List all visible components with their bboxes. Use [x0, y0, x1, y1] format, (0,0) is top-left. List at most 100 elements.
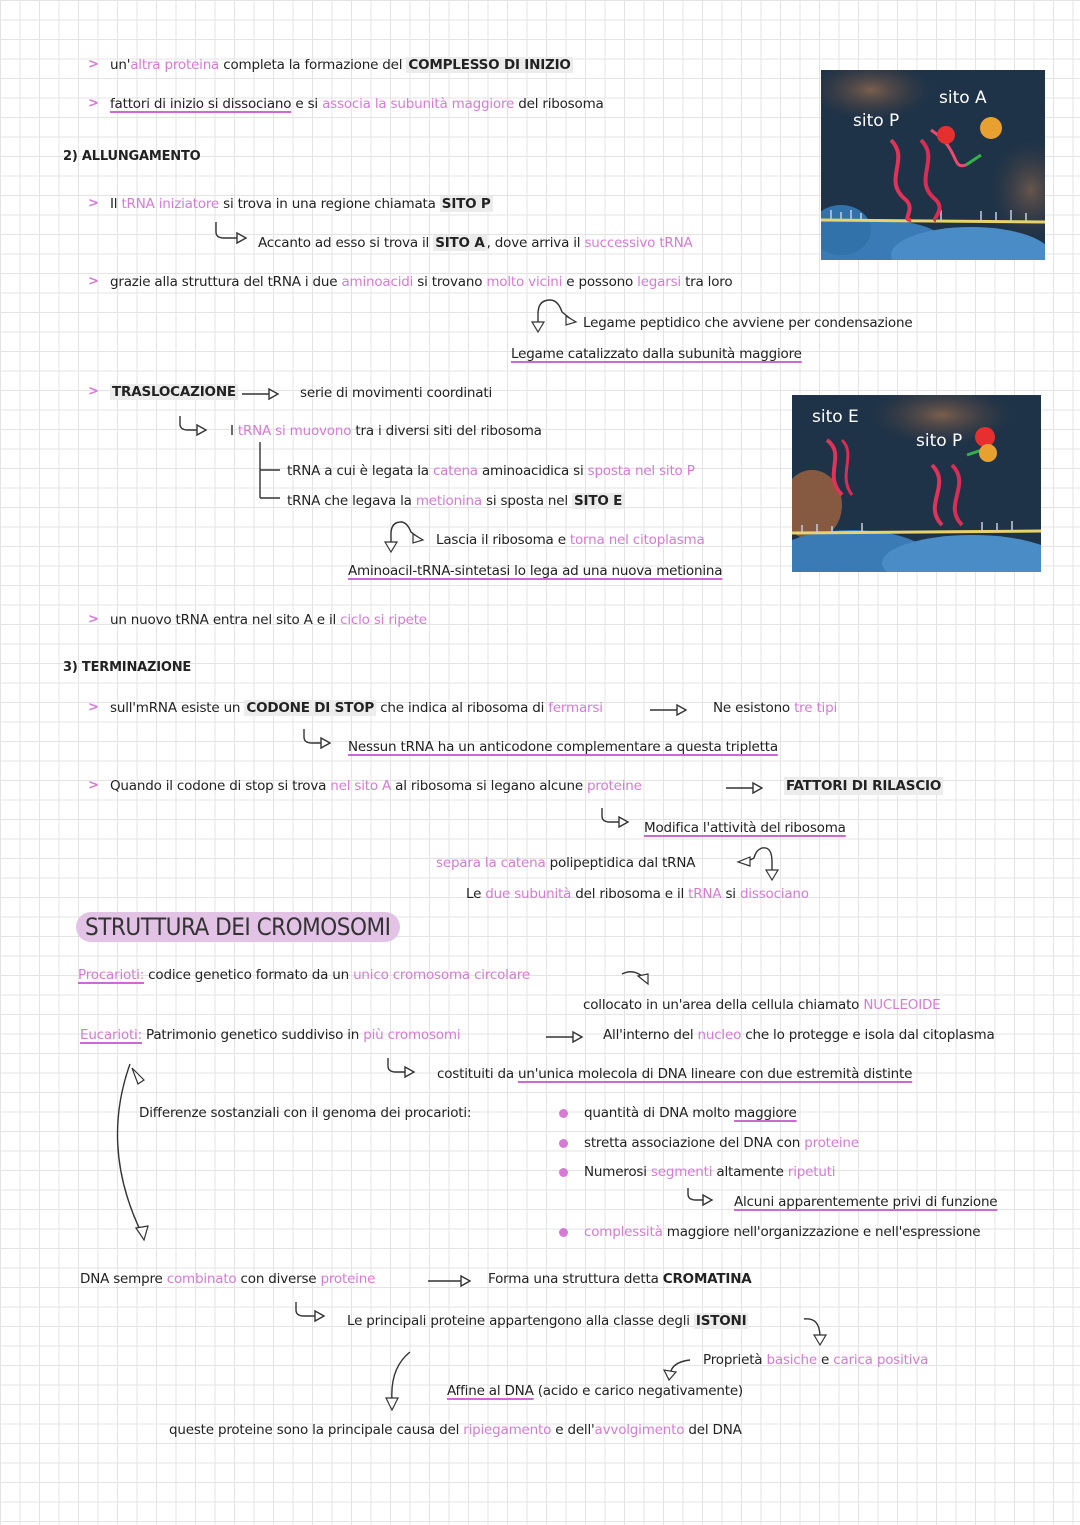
text-line: Proprietà basiche e carica positiva	[703, 1351, 928, 1369]
text: aminoacidica si	[477, 463, 588, 479]
arrow-icon	[601, 808, 630, 829]
text-line: queste proteine sono la principale causa…	[169, 1421, 742, 1439]
text-underlined: un'unica molecola di DNA lineare con due…	[518, 1066, 913, 1082]
text-accent: nel sito A	[330, 778, 392, 794]
text: (acido e carico negativamente)	[533, 1383, 744, 1399]
text: tRNA che legava la	[287, 493, 416, 509]
text-accent: proteine	[320, 1271, 376, 1287]
text-line: sull'mRNA esiste un CODONE DI STOP che i…	[110, 699, 603, 717]
text-line: Le principali proteine appartengono alla…	[347, 1312, 749, 1330]
text-line: tRNA a cui è legata la catena aminoacidi…	[287, 462, 695, 480]
text-accent: successivo tRNA	[584, 235, 693, 251]
section-heading: 3) TERMINAZIONE	[63, 660, 192, 675]
text-line: stretta associazione del DNA con protein…	[584, 1134, 859, 1152]
text-line-underlined: Aminoacil-tRNA-sintetasi lo lega ad una …	[348, 563, 723, 579]
bullet-marker: >	[88, 384, 99, 399]
text: costituiti da	[437, 1066, 519, 1082]
text: tra i diversi siti del ribosoma	[351, 423, 542, 439]
text: del DNA	[684, 1422, 742, 1438]
text-line: Affine al DNA (acido e carico negativame…	[447, 1382, 743, 1400]
bullet-marker: >	[88, 778, 99, 793]
text-bold: CODONE DI STOP	[244, 700, 377, 716]
text-accent: dissociano	[739, 886, 809, 902]
text: Forma una struttura detta	[488, 1271, 663, 1287]
text: Accanto ad esso si trova il	[258, 235, 434, 251]
split-arrow-icon	[530, 299, 578, 334]
text: sull'mRNA esiste un	[110, 700, 245, 716]
arrow-icon	[242, 387, 280, 401]
text-accent: nucleo	[697, 1027, 742, 1043]
text-line: Differenze sostanziali con il genoma dei…	[139, 1105, 472, 1121]
text-line: Ne esistono tre tipi	[713, 699, 837, 717]
text-accent: più cromosomi	[363, 1027, 461, 1043]
text-line: Eucarioti: Patrimonio genetico suddiviso…	[80, 1026, 461, 1044]
text-accent: basiche	[766, 1352, 817, 1368]
text: All'interno del	[603, 1027, 698, 1043]
text-bold: FATTORI DI RILASCIO	[784, 777, 944, 795]
section-heading: 2) ALLUNGAMENTO	[63, 149, 201, 164]
bullet-dot	[559, 1139, 568, 1148]
text: Patrimonio genetico suddiviso in	[141, 1027, 364, 1043]
text-line: complessità maggiore nell'organizzazione…	[584, 1223, 981, 1241]
bullet-dot	[559, 1228, 568, 1237]
text: del ribosoma e il	[571, 886, 689, 902]
text-accent: combinato	[166, 1271, 237, 1287]
text-line: Procarioti: codice genetico formato da u…	[78, 966, 530, 984]
text-accent: tRNA si muovono	[237, 423, 352, 439]
ribosome-illustration	[821, 70, 1045, 260]
text: tra loro	[680, 274, 733, 290]
text-accent: complessità	[584, 1224, 663, 1240]
bullet-marker: >	[88, 57, 99, 72]
text-bold: SITO A	[433, 235, 487, 251]
text: che indica al ribosoma di	[376, 700, 549, 716]
text: e possono	[562, 274, 638, 290]
text-accent: ripiegamento	[463, 1422, 552, 1438]
text-accent: altra proteina	[130, 57, 220, 73]
text-line: All'interno del nucleo che lo protegge e…	[603, 1026, 995, 1044]
ribosome-image-1: sito P sito A	[821, 70, 1045, 260]
text: queste proteine sono la principale causa…	[169, 1422, 464, 1438]
text-accent: carica positiva	[833, 1352, 929, 1368]
text: maggiore nell'organizzazione e nell'espr…	[662, 1224, 981, 1240]
text: si sposta nel	[481, 493, 572, 509]
text-accent: molto vicini	[486, 274, 563, 290]
text-line: un'altra proteina completa la formazione…	[110, 56, 573, 74]
text-line: Numerosi segmenti altamente ripetuti	[584, 1163, 836, 1181]
text: Proprietà	[703, 1352, 767, 1368]
text: Le principali proteine appartengono alla…	[347, 1313, 694, 1329]
text-accent: sposta nel sito P	[587, 463, 695, 479]
arrow-icon	[546, 1030, 584, 1044]
text: che lo protegge e isola dal citoplasma	[741, 1027, 995, 1043]
arrow-icon	[650, 703, 688, 717]
text-line: DNA sempre combinato con diverse protein…	[80, 1270, 375, 1288]
text-accent: tRNA	[688, 886, 722, 902]
text-accent: unico cromosoma circolare	[353, 967, 530, 983]
bullet-dot	[559, 1168, 568, 1177]
text-line: TRASLOCAZIONE	[110, 383, 238, 401]
bullet-marker: >	[88, 274, 99, 289]
text: si trova in una regione chiamata	[219, 196, 440, 212]
arrow-icon	[215, 222, 248, 245]
text: Ne esistono	[713, 700, 795, 716]
text-line: collocato in un'area della cellula chiam…	[583, 996, 941, 1014]
text-line-underlined: Modifica l'attività del ribosoma	[644, 820, 846, 836]
arrow-icon	[303, 729, 332, 750]
text-accent: metionina	[415, 493, 482, 509]
arrow-icon	[687, 1188, 714, 1207]
arrow-icon	[179, 416, 208, 437]
text-accent: ripetuti	[787, 1164, 836, 1180]
text-line-underlined: Nessun tRNA ha un anticodone complementa…	[348, 739, 778, 755]
curved-arrow-icon	[621, 971, 649, 986]
text-underlined: maggiore	[734, 1105, 797, 1121]
bracket-icon	[259, 442, 280, 499]
text-accent: ciclo si ripete	[340, 612, 427, 628]
text: Il	[110, 196, 122, 212]
text: si trovano	[413, 274, 487, 290]
text-line: fattori di inizio si dissociano e si ass…	[110, 95, 604, 113]
text: un nuovo tRNA entra nel sito A e il	[110, 612, 341, 628]
image-label: sito E	[812, 407, 859, 427]
text-line: Legame peptidico che avviene per condens…	[583, 315, 913, 331]
arrow-icon	[726, 781, 764, 795]
text-bold: CROMATINA	[662, 1271, 752, 1287]
arrow-icon	[387, 1058, 416, 1079]
